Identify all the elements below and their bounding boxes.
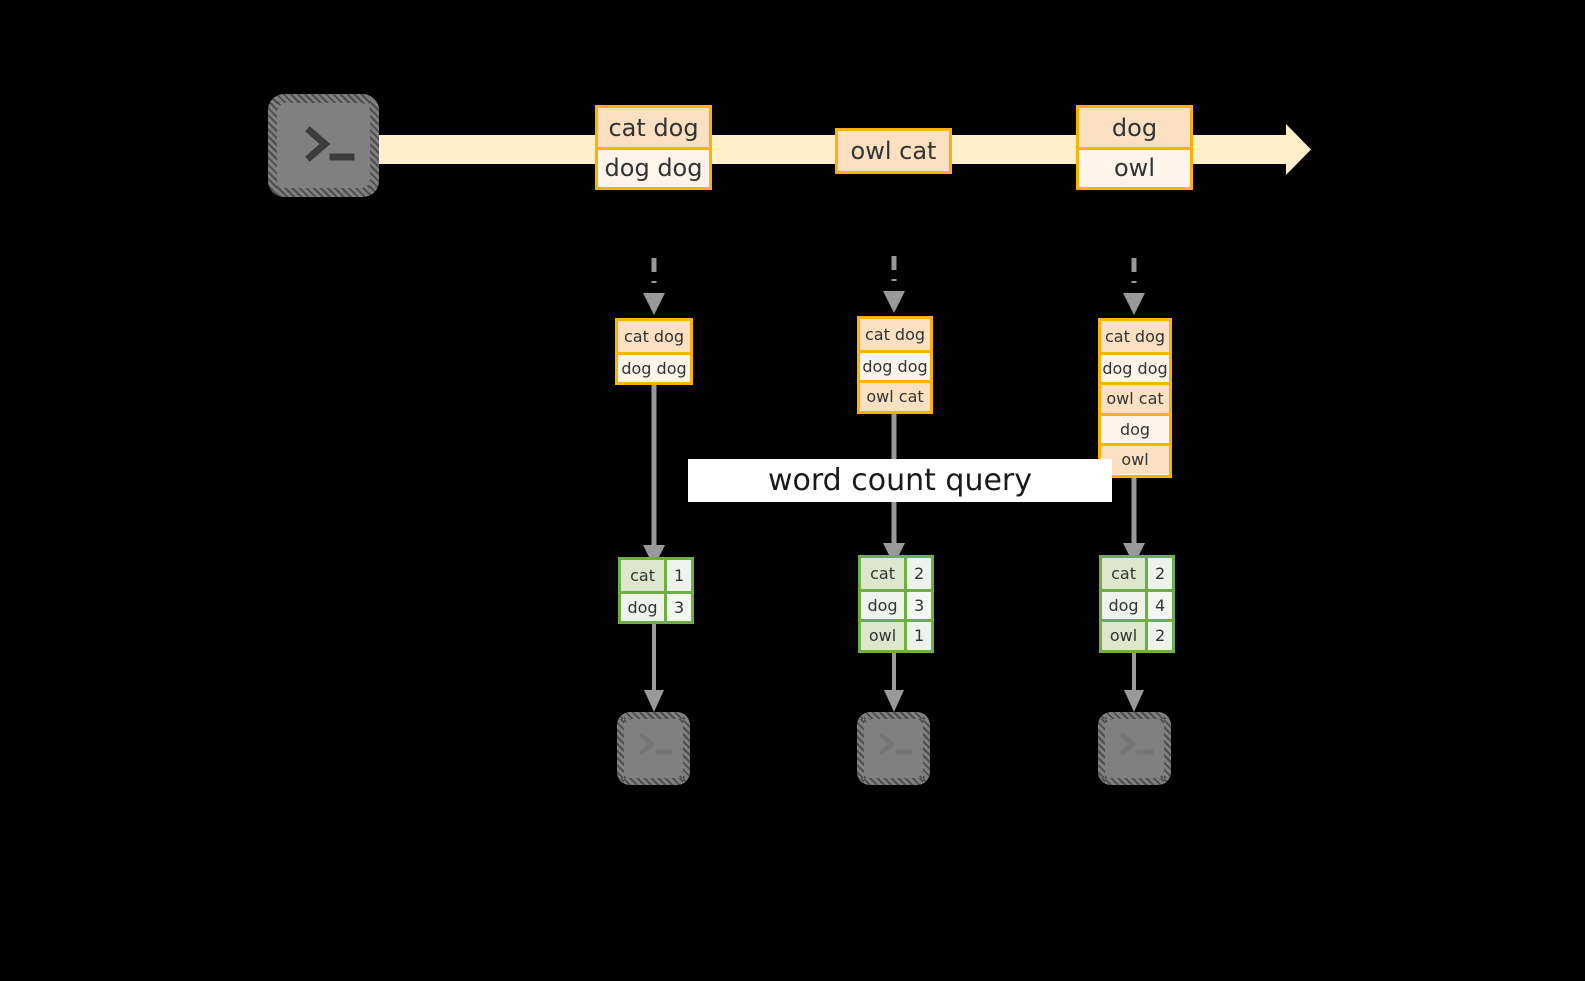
result-table-1: cat 1 dog 3: [618, 557, 694, 624]
table-row: cat 2: [1102, 558, 1172, 589]
count-cell: 1: [904, 622, 931, 650]
input-table-2-row: dog dog: [860, 349, 930, 380]
input-table-2-row: owl cat: [860, 380, 930, 411]
terminal-prompt-icon: [305, 126, 355, 162]
input-table-2: cat dog dog dog owl cat: [857, 316, 933, 414]
sink-terminal-icon-2: [857, 712, 930, 785]
table-row: cat 2: [861, 558, 931, 589]
stream-batch-3: dog owl: [1076, 105, 1193, 190]
stream-batch-1-line-2: dog dog: [598, 147, 709, 186]
input-table-1: cat dog dog dog: [615, 318, 693, 385]
terminal-prompt-icon: [878, 732, 913, 756]
table-row: owl 1: [861, 619, 931, 650]
result-table-2: cat 2 dog 3 owl 1: [858, 555, 934, 653]
source-terminal-icon: [268, 94, 379, 197]
count-cell: 3: [904, 591, 931, 619]
input-table-3-row: owl cat: [1101, 382, 1169, 413]
result-table-3: cat 2 dog 4 owl 2: [1099, 555, 1175, 653]
table-row: owl 2: [1102, 619, 1172, 650]
sink-terminal-icon-3: [1098, 712, 1171, 785]
terminal-prompt-icon: [1119, 732, 1154, 756]
table-row: cat 1: [621, 560, 691, 591]
input-table-1-row: cat dog: [618, 321, 690, 352]
count-cell: 2: [904, 558, 931, 589]
input-table-1-row: dog dog: [618, 351, 690, 382]
word-cell: dog: [861, 591, 905, 619]
count-cell: 1: [664, 560, 691, 591]
sink-terminal-icon-1: [617, 712, 690, 785]
stream-batch-2-line-1: owl cat: [838, 131, 949, 171]
table-row: dog 3: [621, 590, 691, 621]
terminal-screen: [1105, 719, 1164, 778]
count-cell: 4: [1145, 591, 1172, 619]
input-table-3-row: owl: [1101, 443, 1169, 474]
stream-batch-1-line-1: cat dog: [598, 108, 709, 147]
terminal-screen: [624, 719, 683, 778]
stream-batch-1: cat dog dog dog: [595, 105, 712, 190]
word-cell: dog: [1102, 591, 1146, 619]
word-cell: cat: [621, 560, 665, 591]
table-row: dog 3: [861, 588, 931, 619]
count-cell: 2: [1145, 622, 1172, 650]
word-cell: cat: [861, 558, 905, 589]
input-table-3-row: cat dog: [1101, 321, 1169, 352]
count-cell: 2: [1145, 558, 1172, 589]
word-cell: owl: [861, 622, 905, 650]
terminal-screen: [864, 719, 923, 778]
input-table-3-row: dog dog: [1101, 351, 1169, 382]
stream-batch-3-line-2: owl: [1079, 147, 1190, 186]
stream-batch-3-line-1: dog: [1079, 108, 1190, 147]
word-cell: cat: [1102, 558, 1146, 589]
input-table-3: cat dog dog dog owl cat dog owl: [1098, 318, 1172, 478]
query-label: word count query: [688, 459, 1112, 502]
input-table-2-row: cat dog: [860, 319, 930, 350]
stream-batch-2: owl cat: [835, 128, 952, 174]
word-cell: dog: [621, 593, 665, 621]
terminal-prompt-icon: [638, 732, 673, 756]
word-cell: owl: [1102, 622, 1146, 650]
input-table-3-row: dog: [1101, 412, 1169, 443]
table-row: dog 4: [1102, 588, 1172, 619]
count-cell: 3: [664, 593, 691, 621]
